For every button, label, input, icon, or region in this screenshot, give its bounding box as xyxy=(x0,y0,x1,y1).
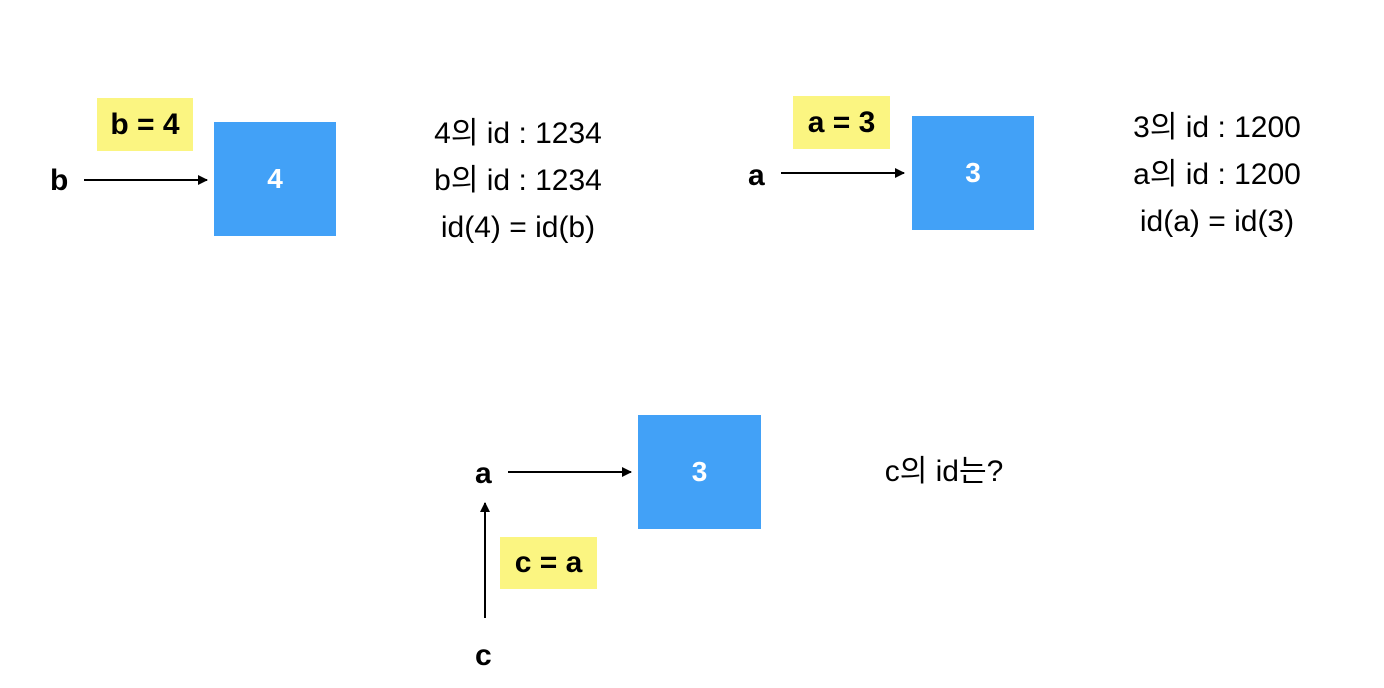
id-info-line: id(a) = id(3) xyxy=(1139,205,1295,238)
id-info-1: 4의 id : 1234 b의 id : 1234 id(4) = id(b) xyxy=(398,110,638,251)
id-info-line: a의 id : 1200 xyxy=(1133,158,1301,191)
object-box-3-bottom: 3 xyxy=(638,415,761,529)
variable-label-c: c xyxy=(475,639,492,672)
assignment-highlight-c: c = a xyxy=(500,537,597,589)
id-info-line: 4의 id : 1234 xyxy=(434,117,602,150)
id-info-line: id(4) = id(b) xyxy=(440,211,596,244)
assignment-highlight-b: b = 4 xyxy=(97,98,193,151)
question-text: c의 id는? xyxy=(884,455,1004,488)
object-box-3: 3 xyxy=(912,116,1034,230)
variable-label-a-bottom: a xyxy=(475,457,492,490)
variable-label-b: b xyxy=(50,164,69,197)
assignment-highlight-a: a = 3 xyxy=(793,96,890,149)
object-box-4: 4 xyxy=(214,122,336,236)
variable-label-a: a xyxy=(748,159,765,192)
id-info-line: 3의 id : 1200 xyxy=(1133,111,1301,144)
id-info-line: b의 id : 1234 xyxy=(434,164,602,197)
id-info-2: 3의 id : 1200 a의 id : 1200 id(a) = id(3) xyxy=(1097,104,1337,245)
